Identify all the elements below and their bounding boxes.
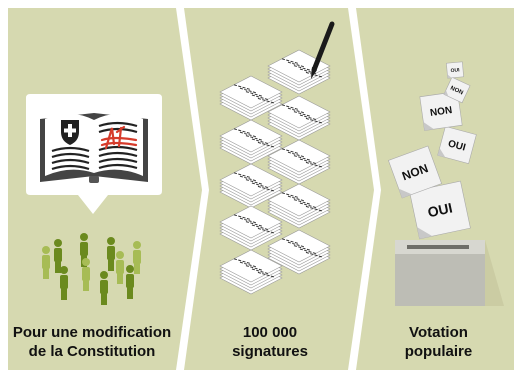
sheet-pile: [219, 249, 283, 295]
constitution-book-icon: [26, 94, 162, 214]
step-1-label-line-1: Pour une modification: [12, 324, 172, 341]
sheet-pile: [267, 229, 331, 275]
ballot-text: OUI: [447, 138, 467, 153]
step-1-label-line-2: de la Constitution: [28, 343, 156, 360]
people-group-icon: [42, 233, 141, 305]
ballot-box-icon: [395, 240, 504, 306]
signature-sheets-stack-icon: [219, 49, 331, 295]
step-3-label-line-2: populaire: [404, 343, 473, 360]
ballot-text: OUI: [426, 199, 454, 220]
ballot-paper: NON: [443, 76, 471, 104]
step-2-label: 100 000 signatures: [184, 323, 356, 361]
ballot-paper: NON: [388, 145, 442, 199]
ballot-paper: NON: [419, 91, 463, 131]
ballot-text: NON: [429, 105, 453, 119]
step-2-label-line-2: signatures: [232, 343, 308, 360]
ballot-paper: OUI: [437, 126, 477, 164]
pen-icon: [311, 21, 335, 79]
ballot-paper: OUI: [446, 61, 464, 79]
step-1-label: Pour une modification de la Constitution: [0, 323, 184, 361]
step-2-label-line-1: 100 000: [242, 324, 298, 341]
sheet-pile: [219, 205, 283, 251]
ballot-paper: OUI: [409, 180, 471, 240]
sheet-pile: [267, 183, 331, 229]
sheet-pile: [267, 139, 331, 185]
step-3-label-line-1: Votation: [409, 324, 468, 341]
sheet-pile: [219, 119, 283, 165]
ballot-text: OUI: [450, 67, 460, 74]
sheet-pile: [219, 75, 283, 121]
ballot-text: NON: [449, 85, 464, 96]
step-3-label: Votation populaire: [356, 323, 521, 361]
sheet-pile: [219, 163, 283, 209]
